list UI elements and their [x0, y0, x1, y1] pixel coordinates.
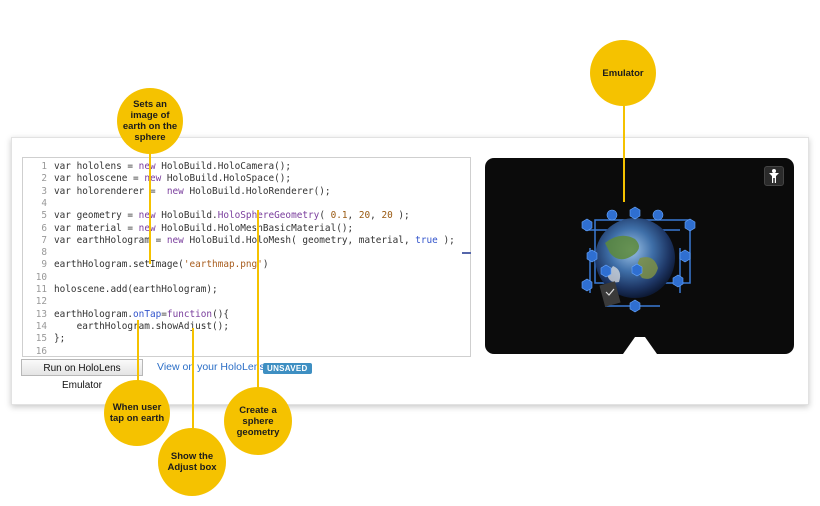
code-text: var hololens = new HoloBuild.HoloCamera(…: [54, 161, 291, 174]
set-image-callout-line: [149, 140, 151, 264]
emulator-viewport[interactable]: [485, 158, 794, 354]
code-token: new: [138, 161, 156, 172]
line-number: 7: [41, 234, 47, 246]
code-token: var: [54, 234, 77, 246]
emulator-callout: Emulator: [590, 40, 656, 106]
code-token: new: [166, 185, 190, 197]
code-token: HoloBuild.: [161, 210, 218, 222]
code-token: holoscene =: [76, 173, 145, 185]
code-token: geometry =: [76, 210, 139, 222]
code-token: );: [437, 234, 455, 246]
sphere-callout: Create a sphere geometry: [224, 387, 292, 455]
line-number: 11: [35, 284, 47, 295]
code-text: earthHologram.setImage('earthmap.png'): [54, 259, 269, 272]
code-token: HoloBuild.HoloCamera();: [161, 161, 292, 172]
code-editor[interactable]: 1 var hololens = new HoloBuild.HoloCamera…: [22, 157, 471, 357]
adjust-panel[interactable]: [599, 281, 621, 307]
code-token: new: [166, 234, 190, 246]
code-token: (: [319, 210, 331, 222]
person-glyph-icon: [769, 169, 779, 183]
code-token: function: [166, 308, 213, 320]
line-number: 8: [41, 247, 47, 259]
code-token: ): [262, 259, 269, 271]
line-number: 5: [41, 210, 47, 222]
code-token: 'earthmap.png': [183, 259, 263, 271]
line-number: 4: [41, 197, 47, 209]
code-token: true: [415, 234, 438, 246]
code-token: 0.1: [330, 210, 348, 222]
code-token: new: [138, 210, 156, 222]
code-token: earthHologram.showAdjust();: [54, 320, 229, 332]
code-token: material =: [76, 222, 139, 234]
code-token: ,: [370, 210, 382, 222]
code-token: new: [144, 173, 167, 185]
set-image-callout: Sets an image of earth on the sphere: [117, 88, 183, 154]
adjust-handles[interactable]: [581, 206, 696, 313]
code-token: earthHologram.setImage(: [54, 259, 184, 271]
code-token: var: [54, 222, 77, 234]
code-token: HoloSphereGeometry: [217, 210, 320, 222]
line-number: 12: [35, 296, 47, 308]
code-token: HoloBuild.HoloSpace();: [166, 173, 292, 185]
code-text: earthHologram.showAdjust();: [54, 321, 229, 334]
code-token: );: [392, 210, 410, 222]
code-text: };: [54, 333, 65, 346]
code-text: var earthHologram = new HoloBuild.HoloMe…: [54, 235, 455, 248]
code-token: var: [54, 161, 77, 172]
code-text: var holorenderer = new HoloBuild.HoloRen…: [54, 186, 331, 199]
editor-splitter[interactable]: [462, 252, 471, 254]
show-adjust-callout-line: [192, 328, 194, 444]
run-on-emulator-button[interactable]: Run on HoloLens Emulator: [21, 359, 143, 391]
code-token: holorenderer =: [76, 185, 167, 197]
unsaved-badge: UNSAVED: [263, 363, 312, 374]
line-number: 10: [35, 271, 47, 283]
on-tap-callout-line: [137, 320, 139, 386]
line-number: 14: [35, 320, 47, 332]
code-text: var geometry = new HoloBuild.HoloSphereG…: [54, 210, 410, 223]
code-token: earthHologram.: [54, 308, 134, 320]
line-number: 13: [35, 308, 47, 320]
code-token: };: [54, 333, 66, 345]
line-number: 16: [35, 345, 47, 357]
line-number: 2: [41, 173, 47, 185]
emulator-callout-line: [623, 104, 625, 202]
line-number: 3: [41, 185, 47, 197]
on-tap-callout: When user tap on earth: [104, 380, 170, 446]
code-token: var: [54, 185, 77, 197]
code-text: earthHologram.onTap=function(){: [54, 309, 229, 322]
code-token: =: [161, 308, 167, 320]
sphere-callout-line: [257, 210, 259, 395]
line-number: 1: [41, 161, 47, 172]
view-on-hololens-link[interactable]: View on your HoloLens: [157, 361, 265, 373]
hologram-scene: [581, 206, 696, 313]
code-token: holoscene.add(earthHologram);: [54, 284, 218, 295]
code-token: var: [54, 210, 77, 222]
line-number: 15: [35, 333, 47, 345]
code-token: 20: [381, 210, 393, 222]
code-token: onTap: [133, 308, 162, 320]
code-text: var holoscene = new HoloBuild.HoloSpace(…: [54, 173, 291, 186]
person-icon[interactable]: [764, 166, 784, 186]
viewport-notch: [623, 337, 657, 354]
show-adjust-callout: Show the Adjust box: [158, 428, 226, 496]
line-number: 9: [41, 259, 47, 271]
code-token: hololens =: [76, 161, 139, 172]
code-token: var: [54, 173, 77, 185]
code-token: (){: [212, 308, 230, 320]
code-token: earthHologram =: [76, 234, 167, 246]
code-token: 20: [358, 210, 371, 222]
code-token: HoloBuild.HoloRenderer();: [189, 185, 331, 197]
code-token: new: [138, 222, 156, 234]
code-text: var material = new HoloBuild.HoloMeshBas…: [54, 223, 353, 236]
code-token: ,: [347, 210, 359, 222]
code-token: HoloBuild.HoloMesh( geometry, material,: [189, 234, 416, 246]
line-number: 6: [41, 222, 47, 234]
code-text: holoscene.add(earthHologram);: [54, 284, 218, 297]
